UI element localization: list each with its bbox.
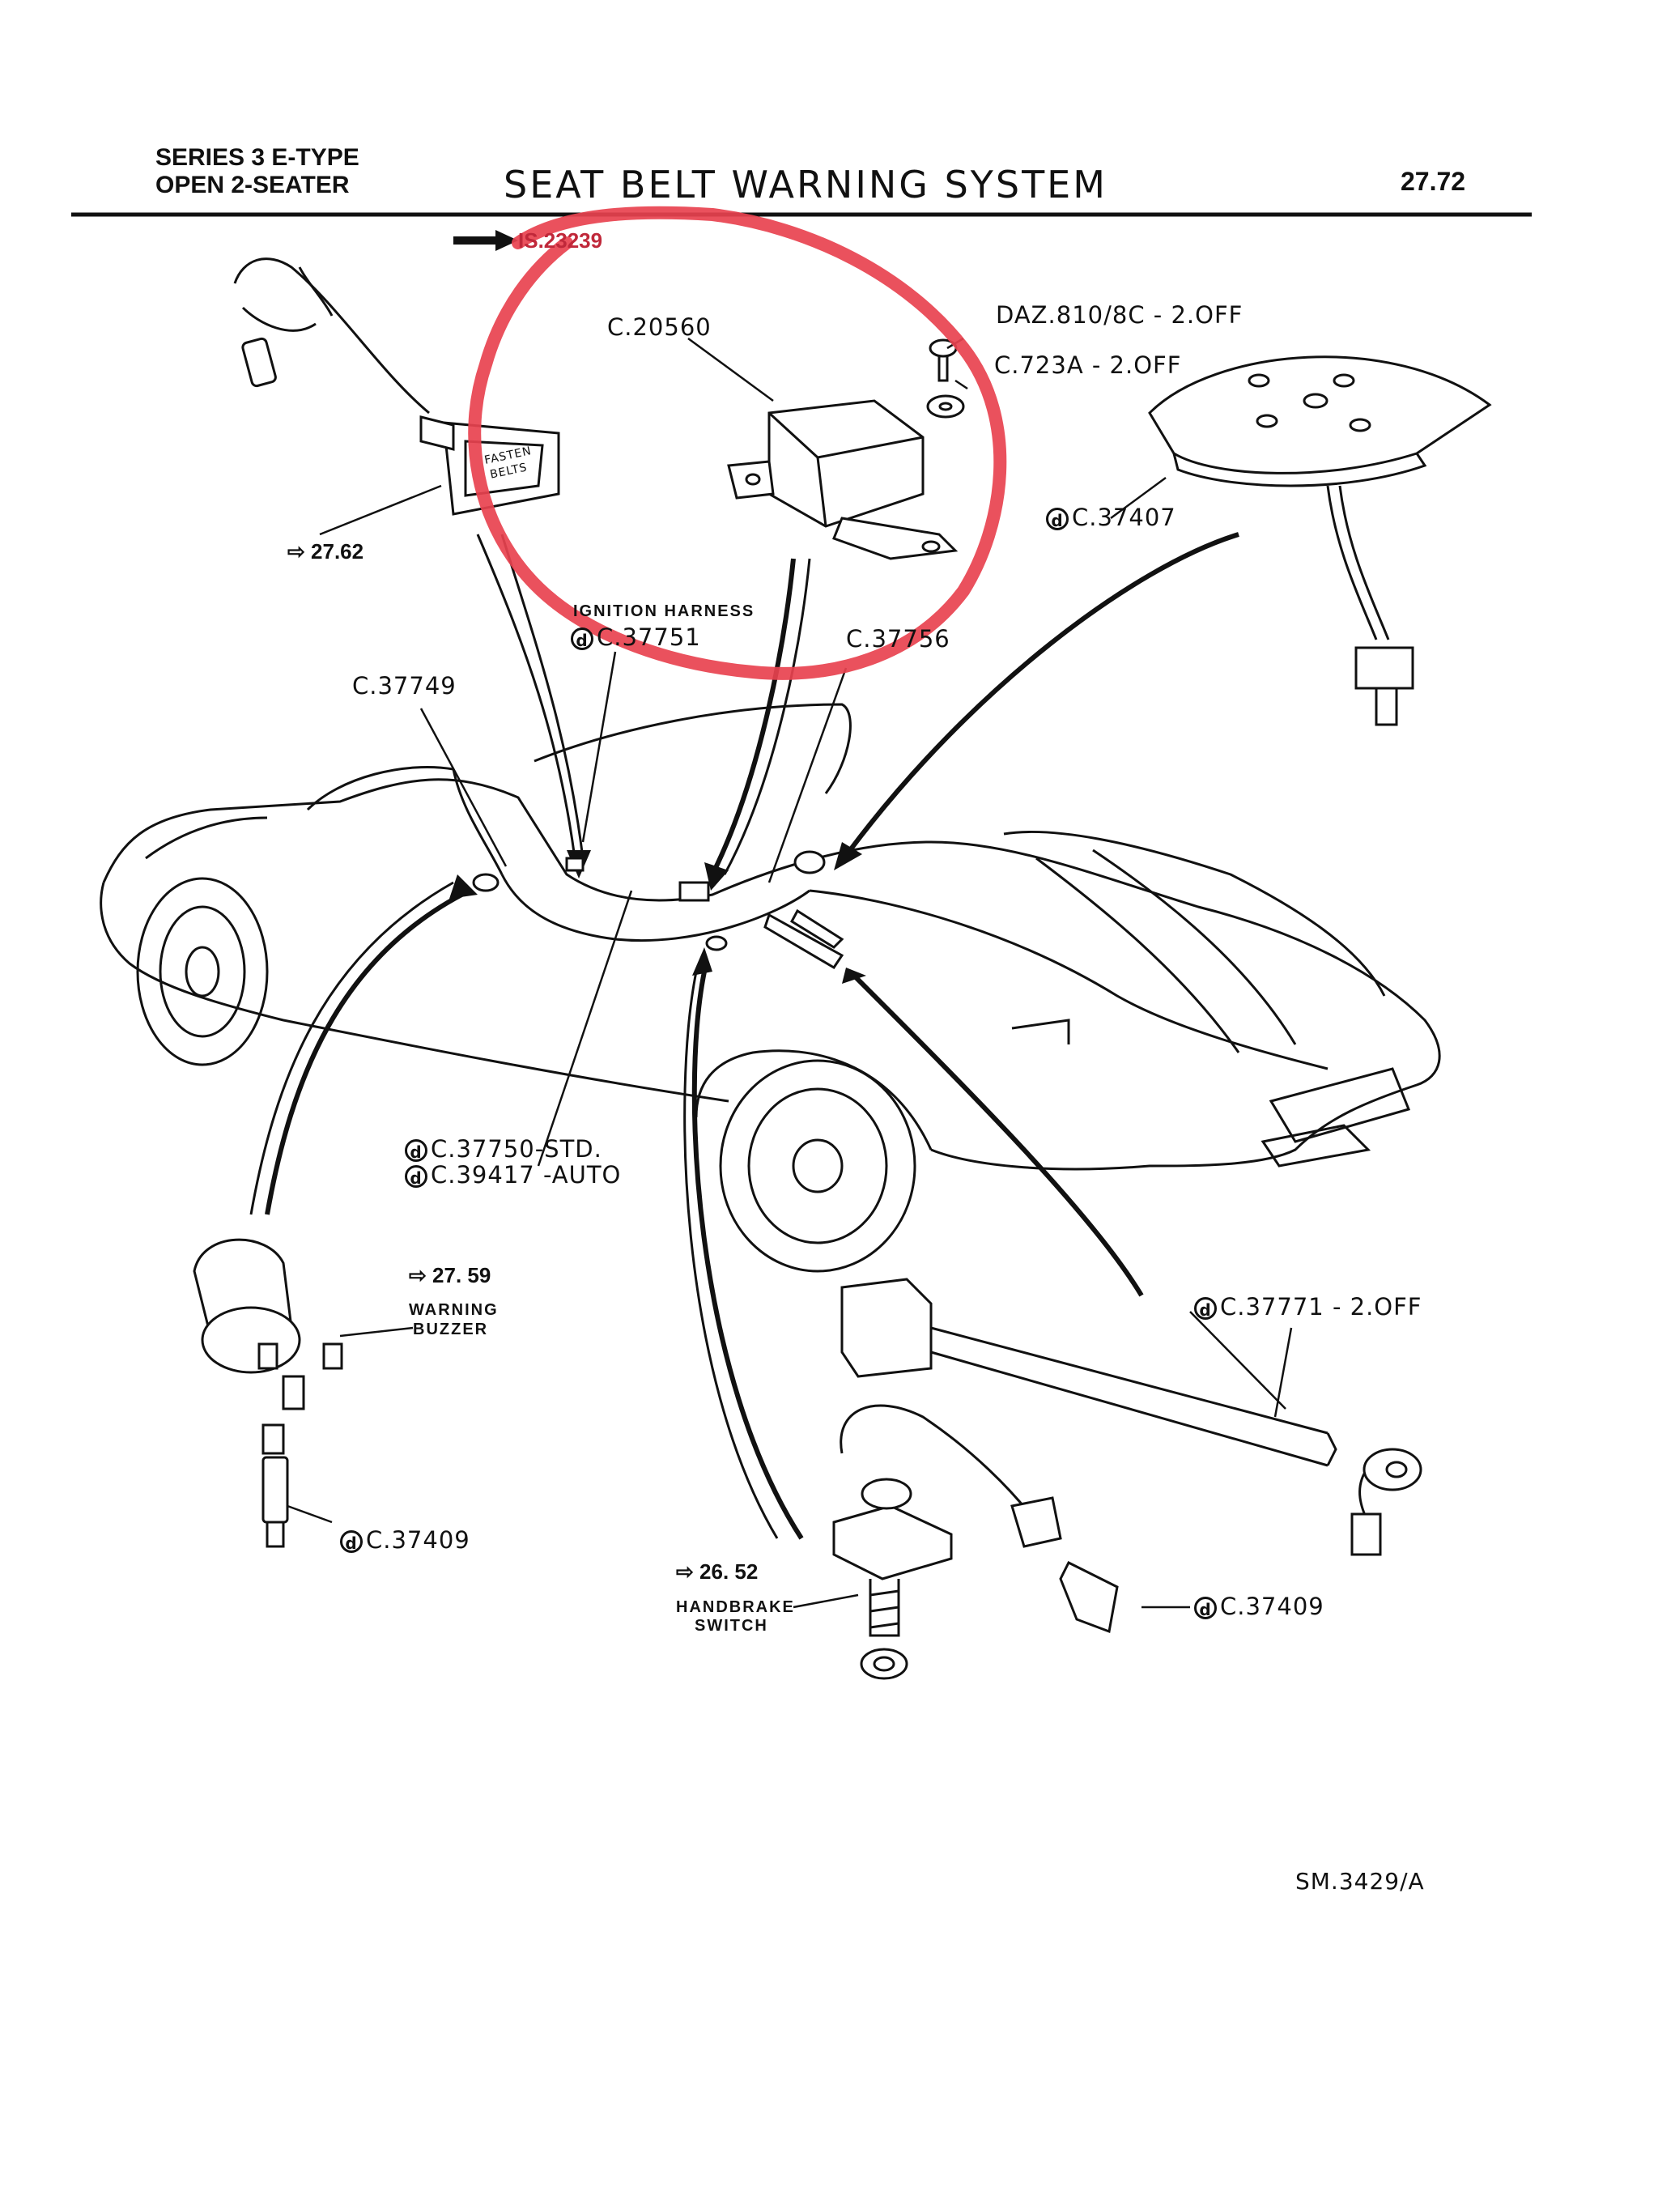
d-symbol-icon: d — [1194, 1597, 1217, 1619]
d-symbol-icon: d — [1046, 508, 1069, 530]
harness-cables — [249, 532, 1239, 1540]
ref-arrow-icon: ⇨ — [676, 1559, 694, 1584]
label-switch: SWITCH — [695, 1617, 768, 1635]
label-warning: WARNING — [409, 1301, 499, 1319]
relay-unit — [727, 399, 959, 560]
label-c20560: C.20560 — [607, 313, 712, 341]
label-c37756: C.37756 — [846, 625, 950, 653]
handbrake-switch — [832, 1404, 1062, 1680]
label-daz: DAZ.810/8C - 2.OFF — [996, 301, 1244, 329]
ref-2652: ⇨ 26. 52 — [676, 1559, 759, 1584]
is-arrow-icon — [453, 230, 518, 251]
warning-buzzer — [193, 1238, 343, 1548]
d-symbol-icon: d — [405, 1139, 427, 1162]
page-title: SEAT BELT WARNING SYSTEM — [504, 163, 1107, 206]
washer — [926, 394, 965, 419]
leader-lines — [287, 337, 1293, 1609]
d-symbol-icon: d — [405, 1165, 427, 1188]
page-number: 27.72 — [1401, 167, 1466, 196]
screw — [929, 338, 958, 382]
arrowheads — [449, 842, 866, 984]
car-body — [100, 703, 1441, 1171]
ref-2759: ⇨ 27. 59 — [409, 1263, 491, 1287]
label-buzzer: BUZZER — [413, 1321, 489, 1338]
label-c37749: C.37749 — [352, 672, 457, 700]
d-symbol-icon: d — [340, 1530, 363, 1553]
is-reference: IS.23239 — [518, 228, 603, 253]
ref-arrow-icon: ⇨ — [287, 539, 305, 564]
series-line-2: OPEN 2-SEATER — [155, 172, 350, 198]
ref-arrow-icon: ⇨ — [409, 1263, 427, 1287]
label-ignition-harness: IGNITION HARNESS — [573, 602, 755, 620]
front-wheel — [719, 1059, 916, 1273]
ref-2762: ⇨ 27.62 — [287, 539, 364, 564]
rear-wheel — [136, 877, 269, 1066]
label-handbrake: HANDBRAKE — [676, 1598, 795, 1616]
lead-c37771 — [840, 1278, 1422, 1634]
warning-unit-disc — [1148, 355, 1492, 726]
d-symbol-icon: d — [571, 627, 593, 650]
d-symbol-icon: d — [1194, 1297, 1217, 1320]
series-line-1: SERIES 3 E-TYPE — [155, 144, 359, 171]
highlight-circle — [468, 206, 1007, 680]
dash-components — [472, 850, 844, 970]
sm-reference: SM.3429/A — [1295, 1868, 1425, 1895]
label-c723a: C.723A - 2.OFF — [994, 351, 1182, 379]
